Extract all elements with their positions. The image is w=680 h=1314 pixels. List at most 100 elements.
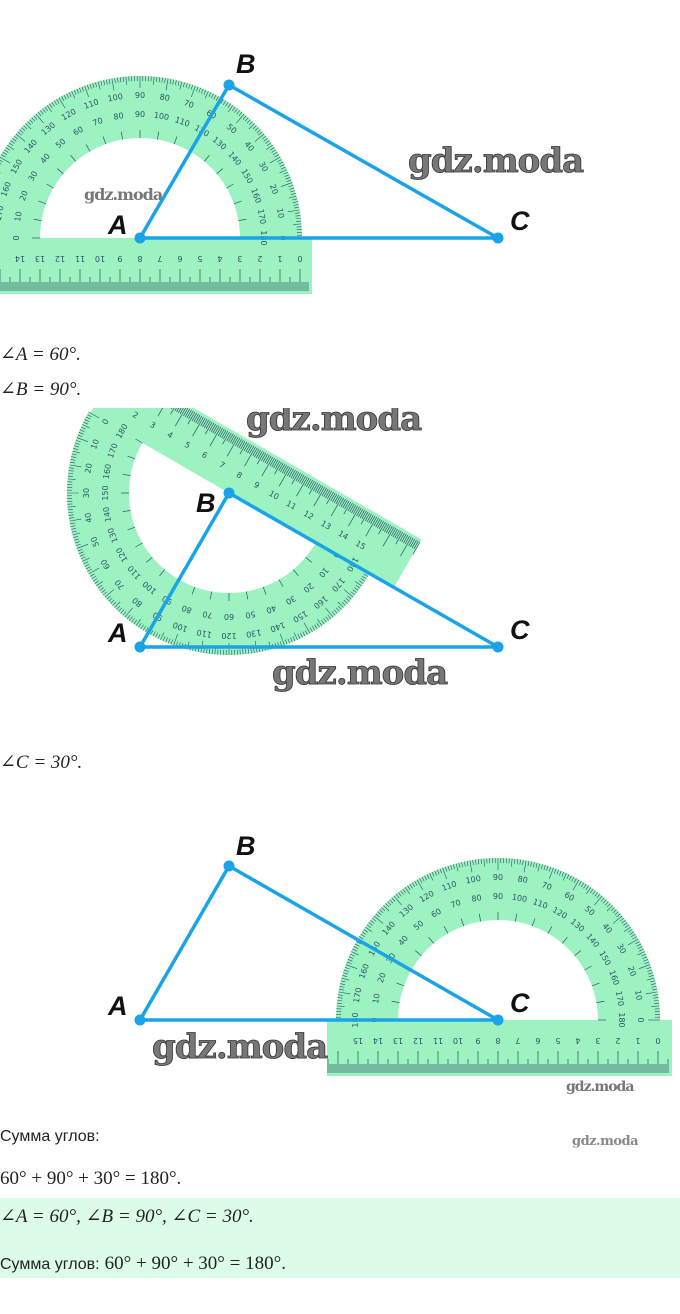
protractor-tick: [358, 580, 364, 584]
protractor-tick: [447, 865, 450, 871]
protractor-tick: [252, 125, 257, 130]
protractor-tick: [204, 91, 209, 99]
protractor-tick: [165, 78, 169, 91]
protractor-tick: [354, 943, 360, 947]
ruler-tick: [219, 428, 225, 438]
protractor-tick: [263, 138, 268, 142]
inner-scale-label: 40: [265, 603, 278, 615]
protractor-tick: [630, 933, 636, 938]
protractor-tick: [325, 607, 334, 618]
protractor-inner-tick: [305, 557, 312, 563]
protractor-inner-tick: [33, 218, 42, 221]
ruler-tick: [323, 488, 329, 498]
ruler-label: 5: [555, 1036, 560, 1045]
ruler-tick: [195, 414, 201, 424]
protractor-tick: [444, 866, 448, 872]
ruler-tick: [314, 483, 320, 493]
protractor-tick: [274, 154, 280, 158]
ruler-tick: [228, 433, 234, 443]
ruler-tick: [352, 505, 358, 515]
protractor-tick: [17, 131, 22, 136]
protractor-tick: [342, 972, 348, 975]
inner-scale-label: 70: [91, 116, 104, 128]
protractor-tick: [73, 445, 79, 448]
protractor-tick: [269, 156, 281, 164]
ruler-tick: [255, 449, 261, 459]
protractor-tick: [469, 860, 473, 873]
protractor-tick: [411, 882, 416, 888]
protractor-tick: [347, 959, 353, 962]
protractor-tick: [317, 618, 323, 626]
protractor-tick: [354, 581, 362, 587]
protractor-tick: [623, 926, 631, 932]
ruler-tick: [306, 478, 312, 488]
protractor-tick: [27, 121, 32, 126]
protractor-tick: [368, 922, 373, 926]
ruler-tick: [349, 503, 355, 513]
protractor-tick: [325, 616, 329, 621]
protractor-tick: [355, 585, 361, 589]
protractor-tick: [279, 169, 287, 174]
ruler-label: 10: [453, 1036, 463, 1045]
inner-scale-label: 80: [180, 603, 193, 615]
outer-scale-label: 170: [352, 987, 364, 1004]
protractor-tick: [464, 861, 466, 867]
protractor-tick: [373, 915, 384, 924]
protractor-tick: [0, 163, 2, 165]
protractor-tick: [477, 859, 480, 865]
inner-scale-label: 140: [102, 506, 114, 523]
sum-label: Сумма углов:: [0, 1128, 100, 1145]
protractor-tick: [516, 859, 519, 865]
protractor-tick: [155, 632, 158, 638]
protractor-tick: [653, 997, 659, 999]
ruler-tick: [366, 513, 372, 523]
protractor-tick: [21, 127, 26, 132]
protractor-tick: [228, 105, 234, 113]
ruler-tick: [238, 439, 244, 449]
protractor-tick: [280, 166, 286, 170]
protractor-tick: [99, 587, 104, 591]
ruler-tick: [274, 460, 281, 470]
protractor-tick: [439, 868, 443, 874]
ruler-tick: [280, 463, 286, 473]
protractor-inner-tick: [293, 569, 299, 576]
protractor-tick: [562, 873, 567, 881]
protractor-inner-tick: [204, 155, 210, 162]
ruler-label: 11: [285, 499, 298, 512]
ruler-tick: [266, 455, 272, 465]
protractor-tick: [535, 862, 538, 868]
protractor-inner-tick: [238, 218, 247, 221]
protractor-inner-tick: [85, 144, 91, 152]
protractor-tick: [361, 931, 367, 935]
protractor-tick: [68, 514, 74, 516]
outer-scale-label: 90: [135, 91, 145, 100]
protractor-tick: [10, 140, 15, 144]
watermark: gdz.moda: [272, 653, 448, 693]
protractor-tick: [606, 905, 613, 912]
protractor-tick: [337, 997, 343, 999]
protractor-tick: [594, 892, 598, 897]
protractor-tick: [150, 630, 154, 635]
ruler-tick: [370, 515, 376, 525]
protractor-tick: [161, 77, 163, 83]
protractor-tick: [583, 883, 587, 889]
protractor-tick: [248, 121, 253, 126]
protractor-tick: [284, 174, 290, 177]
protractor-tick: [646, 977, 655, 981]
vertex-label-a: A: [107, 210, 128, 240]
protractor-tick: [236, 110, 240, 115]
protractor-tick: [340, 983, 346, 985]
protractor-tick: [248, 123, 255, 130]
protractor-tick: [600, 897, 605, 902]
inner-scale-label: 100: [511, 893, 528, 905]
protractor-tick: [126, 614, 131, 620]
protractor-tick: [0, 154, 6, 158]
ruler-tick: [236, 438, 242, 448]
protractor-tick: [225, 101, 229, 107]
ruler-tick: [170, 408, 178, 415]
ruler-tick: [209, 426, 222, 447]
protractor-tick: [179, 81, 183, 90]
protractor-tick: [370, 920, 375, 924]
protractor-tick: [636, 943, 642, 947]
protractor-inner-tick: [574, 950, 581, 956]
